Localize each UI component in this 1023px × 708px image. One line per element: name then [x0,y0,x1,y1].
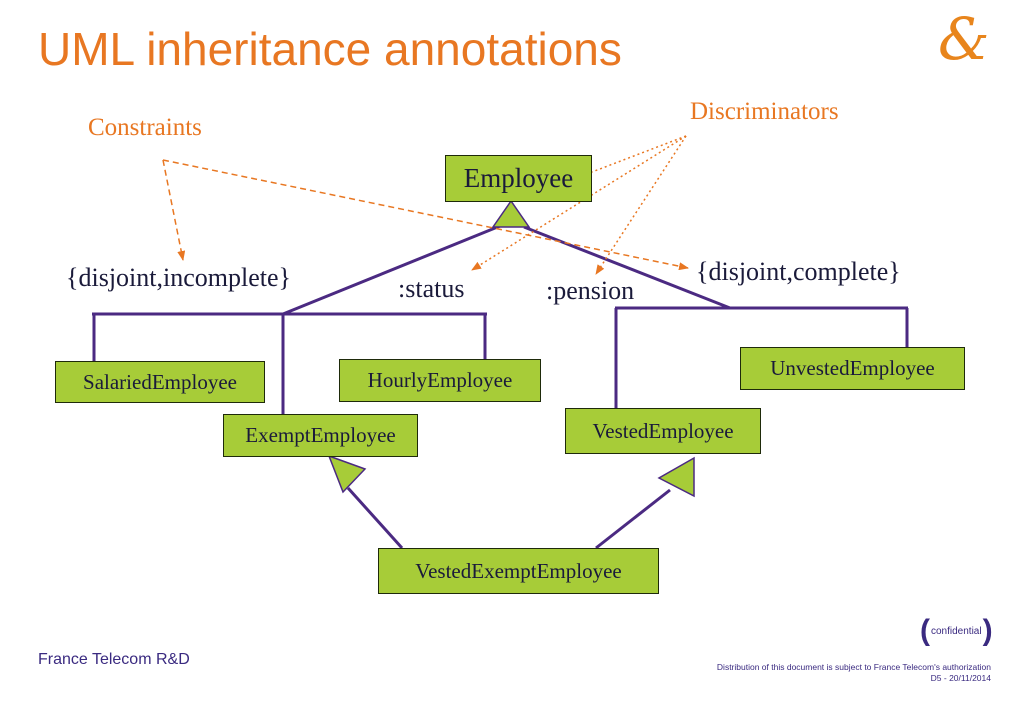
line-vested-exempt-right [595,488,671,550]
class-salaried-employee: SalariedEmployee [55,361,265,403]
constraints-annotation: Constraints [88,114,202,141]
discriminator-label-pension: :pension [546,276,635,305]
confidential-close-paren: ) [982,614,993,647]
annotation-arrows [162,135,689,275]
exempt-triangle [327,454,367,494]
discriminators-annotation: Discriminators [690,98,839,125]
class-exempt-employee: ExemptEmployee [223,414,418,457]
employee-triangle [491,199,531,228]
vested-triangle [657,456,695,498]
discriminator-arrow-to-status [471,135,687,271]
line-left-branch [282,224,501,316]
confidential-text: confidential [931,625,982,637]
footer-company: France Telecom R&D [38,651,190,668]
generalization-triangles [327,199,695,498]
inheritance-lines [92,224,909,550]
confidential-open-paren: ( [920,614,930,647]
slide-title: UML inheritance annotations [38,23,622,75]
discriminator-arrow-to-employee [591,135,687,173]
footer-distribution: Distribution of this document is subject… [717,662,991,685]
constraint-label-right: {disjoint,complete} [696,257,901,286]
line-vested-exempt-left [346,486,404,550]
line-right-branch [523,225,731,310]
class-employee: Employee [445,155,592,202]
discriminator-arrow-to-pension [595,135,687,275]
discriminator-label-status: :status [398,274,465,303]
constraint-arrow-to-right [162,159,689,271]
france-telecom-logo: & [938,5,990,73]
class-vested-exempt-employee: VestedExemptEmployee [378,548,659,594]
class-hourly-employee: HourlyEmployee [339,359,541,402]
class-unvested-employee: UnvestedEmployee [740,347,965,390]
confidential-badge: ( confidential ) [920,616,993,646]
footer-distribution-notice: Distribution of this document is subject… [716,662,991,672]
constraint-label-left: {disjoint,incomplete} [66,263,291,292]
footer-document-date: D5 - 20/11/2014 [930,673,991,684]
class-vested-employee: VestedEmployee [565,408,761,454]
constraint-arrow-to-left [162,159,186,261]
